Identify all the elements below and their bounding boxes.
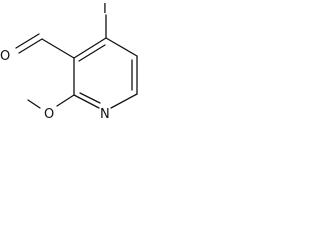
- bond-cho-oxygen: [18, 38, 43, 54]
- aldehyde-oxygen-label: O: [0, 49, 10, 64]
- ring-nitrogen-label: N: [100, 107, 110, 122]
- iodine-label: I: [103, 2, 107, 17]
- bond-c2-methoxy: [56, 94, 75, 107]
- bond-methoxy-methyl: [27, 99, 41, 109]
- bond-c3-c4: [73, 37, 107, 59]
- methoxy-oxygen-label: O: [44, 107, 54, 122]
- bond-c3-cho: [41, 38, 75, 59]
- bond-c4-c5: [105, 37, 138, 57]
- bond-n1-c2-inner: [79, 92, 101, 104]
- bond-c3-c4-inner: [78, 44, 106, 62]
- bond-cho-oxygen-double: [15, 33, 40, 49]
- bond-n1-c2: [73, 94, 100, 109]
- molecule-structure: I O N O: [0, 2, 138, 122]
- structure-canvas: I O N O: [0, 0, 150, 138]
- bond-c6-n1: [110, 93, 138, 109]
